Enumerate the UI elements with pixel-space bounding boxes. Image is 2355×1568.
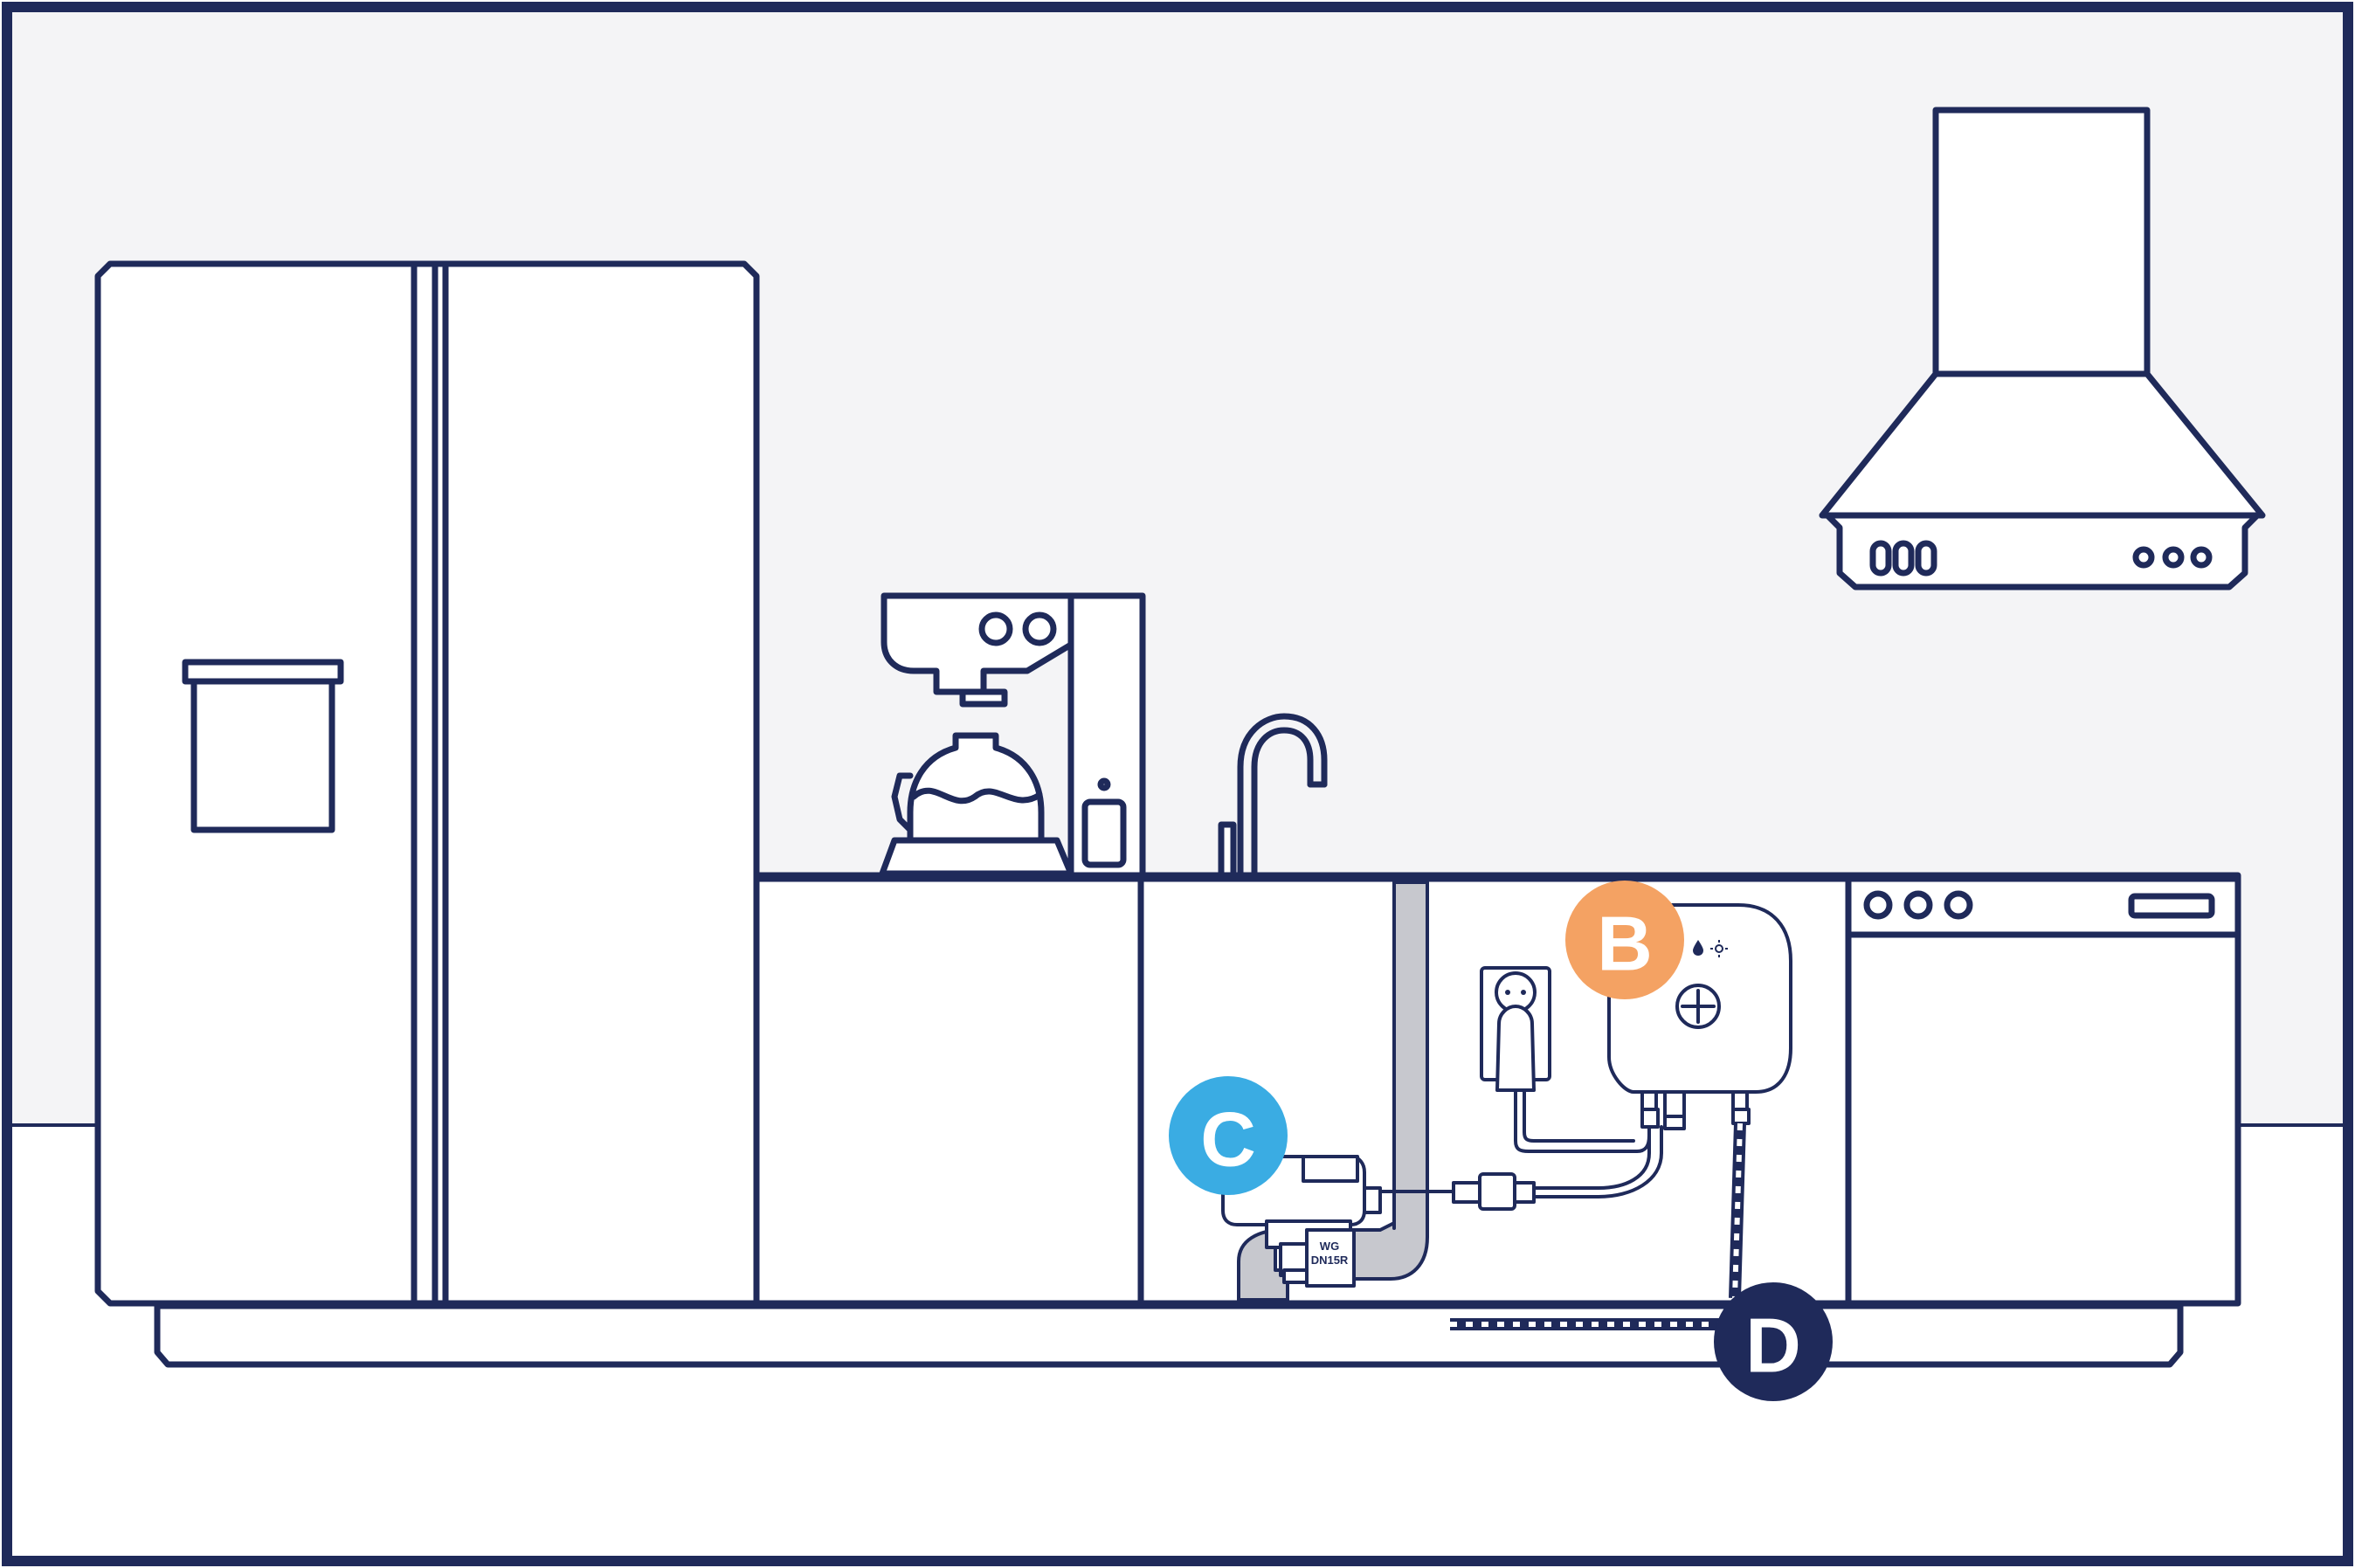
valve-cable xyxy=(1378,1125,1663,1211)
leak-sensor-cable xyxy=(1450,1122,1746,1330)
valve-body xyxy=(1305,1228,1356,1288)
hood-light-1 xyxy=(2132,546,2155,569)
valve-label-line1: WG xyxy=(1320,1240,1339,1253)
hood-light-3 xyxy=(2190,546,2213,569)
wall-socket xyxy=(1480,966,1651,1153)
water-dispenser xyxy=(190,674,335,833)
dishwasher xyxy=(1845,875,2241,1307)
hood-button-1 xyxy=(1869,540,1892,577)
marker-d-label: D xyxy=(1745,1302,1801,1389)
dishwasher-handle xyxy=(2128,893,2215,919)
cross-icon xyxy=(1675,984,1721,1029)
dispenser-top xyxy=(182,659,344,685)
coffee-machine xyxy=(879,592,1146,879)
dishwasher-knob-1 xyxy=(1863,890,1893,920)
hood-button-3 xyxy=(1915,540,1937,577)
dishwasher-knob-2 xyxy=(1903,890,1933,920)
coffee-level xyxy=(910,787,1043,805)
marker-c: C xyxy=(1169,1076,1288,1195)
range-hood xyxy=(1819,107,2266,591)
shutoff-valve: WG DN15R xyxy=(1221,1155,1382,1288)
marker-b-label: B xyxy=(1597,901,1653,987)
power-adapter xyxy=(1495,1005,1536,1092)
hood-light-2 xyxy=(2162,546,2185,569)
hood-button-2 xyxy=(1892,540,1915,577)
marker-c-label: C xyxy=(1200,1096,1256,1183)
plinth xyxy=(154,1302,2184,1368)
dishwasher-knob-3 xyxy=(1944,890,1973,920)
refrigerator xyxy=(94,260,760,1307)
coffee-machine-indicator xyxy=(1081,798,1127,868)
sun-icon xyxy=(1710,940,1728,957)
faucet xyxy=(1218,713,1328,879)
water-drop-icon xyxy=(1693,940,1703,956)
marker-d: D xyxy=(1714,1282,1833,1401)
marker-b: B xyxy=(1565,881,1684,999)
valve-label-line2: DN15R xyxy=(1311,1254,1349,1267)
